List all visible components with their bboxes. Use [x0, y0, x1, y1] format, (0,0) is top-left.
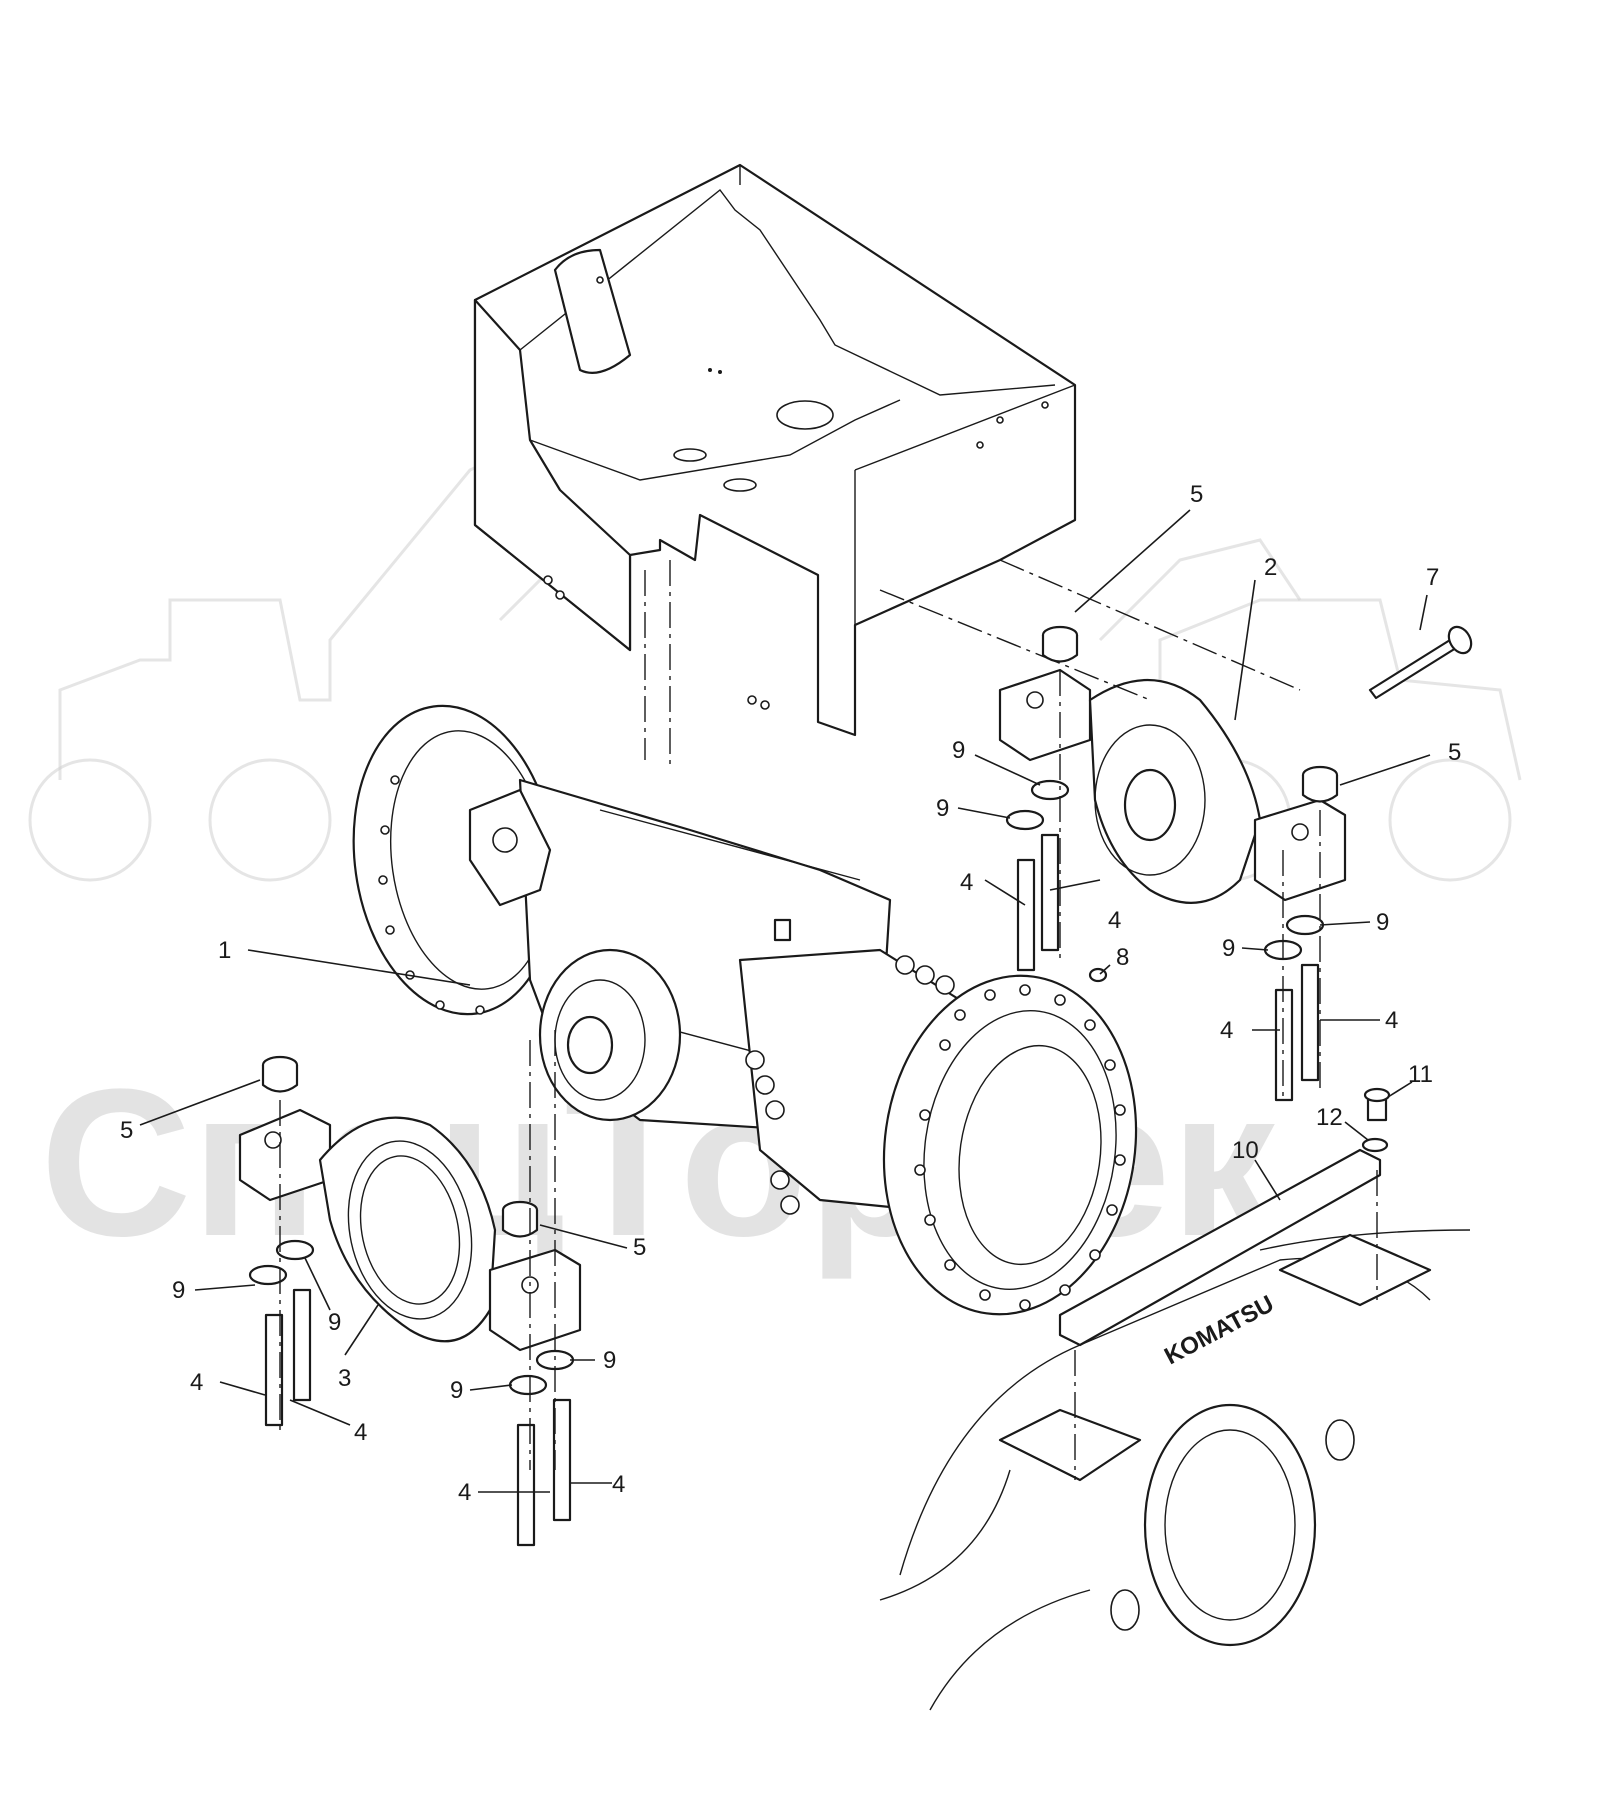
axle-housing	[352, 704, 1138, 1316]
callout-4h: 4	[612, 1471, 625, 1498]
flange-bolt-holes	[914, 984, 1126, 1311]
callout-1: 1	[218, 937, 231, 964]
housing-bolt-heads	[745, 955, 955, 1215]
callout-4c: 4	[1220, 1017, 1233, 1044]
callout-12: 12	[1316, 1104, 1343, 1131]
hood-logo: KOMATSU	[1160, 1290, 1278, 1370]
callout-10: 10	[1232, 1137, 1259, 1164]
callout-11: 11	[1408, 1061, 1433, 1088]
assembly-lines	[279, 559, 1378, 1480]
callout-5c: 5	[120, 1117, 133, 1144]
callout-9h: 9	[603, 1347, 616, 1374]
callout-4g: 4	[458, 1479, 471, 1506]
callout-9d: 9	[1222, 935, 1235, 962]
callouts: 1 2 3 4 4 4 4 4 4 4 4 5 5 5 5 7 8 9 9 9 …	[120, 481, 1461, 1506]
callout-9e: 9	[172, 1277, 185, 1304]
callout-4f: 4	[354, 1419, 367, 1446]
callout-5d: 5	[633, 1234, 646, 1261]
left-mount-bracket	[238, 1108, 582, 1352]
callout-4e: 4	[190, 1369, 203, 1396]
callout-2: 2	[1264, 554, 1277, 581]
callout-9b: 9	[936, 795, 949, 822]
callout-4b: 4	[1108, 907, 1121, 934]
callout-3: 3	[338, 1365, 351, 1392]
callout-5a: 5	[1190, 481, 1203, 508]
callout-4d: 4	[1385, 1007, 1398, 1034]
callout-4a: 4	[960, 869, 973, 896]
callout-8: 8	[1116, 944, 1129, 971]
leader-lines	[139, 509, 1431, 1493]
callout-9g: 9	[450, 1377, 463, 1404]
callout-9f: 9	[328, 1309, 341, 1336]
callout-5b: 5	[1448, 739, 1461, 766]
callout-9a: 9	[952, 737, 965, 764]
frame-bracket	[473, 163, 1077, 737]
callout-9c: 9	[1376, 909, 1389, 936]
right-mount-bracket	[998, 668, 1347, 904]
callout-7: 7	[1426, 564, 1439, 591]
